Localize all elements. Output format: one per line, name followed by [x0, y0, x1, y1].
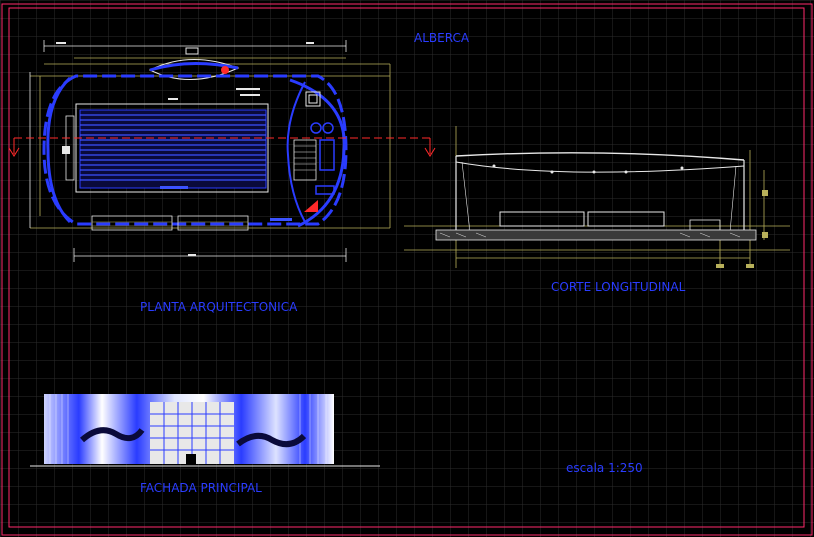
section-label: CORTE LONGITUDINAL: [551, 280, 686, 294]
scale-label: escala 1:250: [566, 461, 643, 475]
plan-label: PLANTA ARQUITECTONICA: [140, 300, 298, 314]
section-cut-line: [8, 137, 436, 157]
longitudinal-section: [404, 126, 790, 268]
plan-outline: [42, 74, 348, 226]
inner-border: [8, 7, 805, 528]
pool: [75, 103, 269, 193]
floor-plan: [8, 40, 436, 262]
main-facade: [30, 394, 380, 467]
outer-border: [1, 3, 813, 536]
facade-label: FACHADA PRINCIPAL: [140, 481, 262, 495]
drawing-title: ALBERCA: [414, 31, 470, 45]
